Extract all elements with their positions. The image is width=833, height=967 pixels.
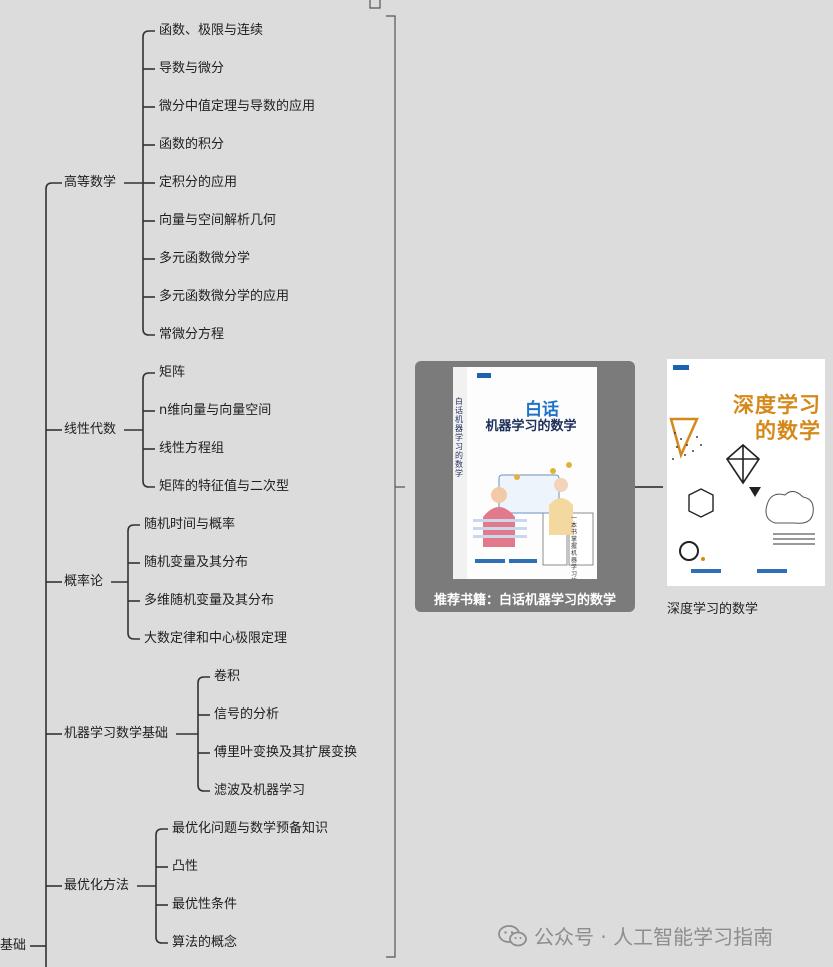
branch-node[interactable]: 最优化方法 xyxy=(64,878,130,893)
bracket-bottom xyxy=(155,886,168,944)
leaf-node[interactable]: 函数的积分 xyxy=(159,137,225,152)
leaf-node[interactable]: 算法的概念 xyxy=(172,935,238,950)
book2-cover-art xyxy=(667,359,825,586)
branch-node[interactable]: 机器学习数学基础 xyxy=(64,726,169,741)
leaf-node[interactable]: 傅里叶变换及其扩展变换 xyxy=(214,745,358,760)
leaf-node[interactable]: 多维随机变量及其分布 xyxy=(144,593,275,608)
leaf-node[interactable]: 函数、极限与连续 xyxy=(159,23,264,38)
bracket-top xyxy=(197,676,210,734)
branch-node[interactable]: 线性代数 xyxy=(64,422,117,437)
leaf-node[interactable]: n维向量与向量空间 xyxy=(159,403,272,418)
group-bracket xyxy=(386,15,405,958)
branch-node[interactable]: 高等数学 xyxy=(64,175,117,190)
book1-side-text: 一本书掌握机器学习的数学 xyxy=(571,515,578,579)
leaf-node[interactable]: 矩阵的特征值与二次型 xyxy=(159,479,290,494)
book-cover-deep-learning-math[interactable]: 深度学习 的数学 xyxy=(667,359,825,586)
root-node[interactable]: 基础 xyxy=(0,938,27,953)
bracket-bottom xyxy=(197,734,210,792)
recommended-book-caption: 推荐书籍：白话机器学习的数学 xyxy=(433,593,616,608)
leaf-node[interactable]: 向量与空间解析几何 xyxy=(159,213,277,228)
book1-title-line2: 机器学习的数学 xyxy=(485,419,577,434)
leaf-node[interactable]: 微分中值定理与导数的应用 xyxy=(159,99,316,114)
bracket-top xyxy=(155,828,168,886)
leaf-node[interactable]: 导数与微分 xyxy=(159,61,225,76)
watermark: 公众号 · 人工智能学习指南 xyxy=(498,921,773,950)
leaf-node[interactable]: 卷积 xyxy=(214,669,241,684)
bracket-bottom xyxy=(127,582,140,640)
leaf-node[interactable]: 最优化问题与数学预备知识 xyxy=(172,821,329,836)
leaf-node[interactable]: 信号的分析 xyxy=(214,707,280,722)
leaf-node[interactable]: 多元函数微分学的应用 xyxy=(159,289,290,304)
bracket-top xyxy=(142,30,155,183)
leaf-node[interactable]: 线性方程组 xyxy=(159,441,225,456)
leaf-node[interactable]: 最优性条件 xyxy=(172,897,238,912)
bracket-bottom xyxy=(142,430,155,488)
leaf-node[interactable]: 常微分方程 xyxy=(159,327,225,342)
book-cover-art xyxy=(453,367,597,579)
bracket-bottom xyxy=(142,183,155,336)
bracket-top xyxy=(142,372,155,430)
recommended-book-card[interactable]: 白话 机器学习的数学 白话机器学习的数学 一本书掌握机器学习的数学 推荐书籍：白… xyxy=(415,361,635,612)
book1-title-line1: 白话 xyxy=(525,400,559,420)
wechat-icon xyxy=(498,924,527,946)
leaf-node[interactable]: 凸性 xyxy=(172,859,199,874)
book2-caption: 深度学习的数学 xyxy=(667,602,759,617)
leaf-node[interactable]: 随机变量及其分布 xyxy=(144,555,249,570)
book2-title-line2: 的数学 xyxy=(755,419,821,443)
bracket-top xyxy=(127,524,140,582)
leaf-node[interactable]: 矩阵 xyxy=(159,365,186,380)
branch-node[interactable]: 概率论 xyxy=(64,574,104,589)
leaf-node[interactable]: 定积分的应用 xyxy=(159,175,238,190)
leaf-node[interactable]: 多元函数微分学 xyxy=(159,251,251,266)
leaf-node[interactable]: 随机时间与概率 xyxy=(144,517,236,532)
top-bracket-fragment xyxy=(369,0,381,9)
trunk-line xyxy=(45,182,62,967)
leaf-node[interactable]: 滤波及机器学习 xyxy=(214,783,306,798)
book2-title-line1: 深度学习 xyxy=(733,393,821,417)
watermark-text: 公众号 · 人工智能学习指南 xyxy=(534,925,774,949)
book-cover-baihua: 白话 机器学习的数学 白话机器学习的数学 一本书掌握机器学习的数学 xyxy=(453,367,597,579)
leaf-node[interactable]: 大数定律和中心极限定理 xyxy=(144,631,288,646)
book1-spine-text: 白话机器学习的数学 xyxy=(455,397,463,478)
